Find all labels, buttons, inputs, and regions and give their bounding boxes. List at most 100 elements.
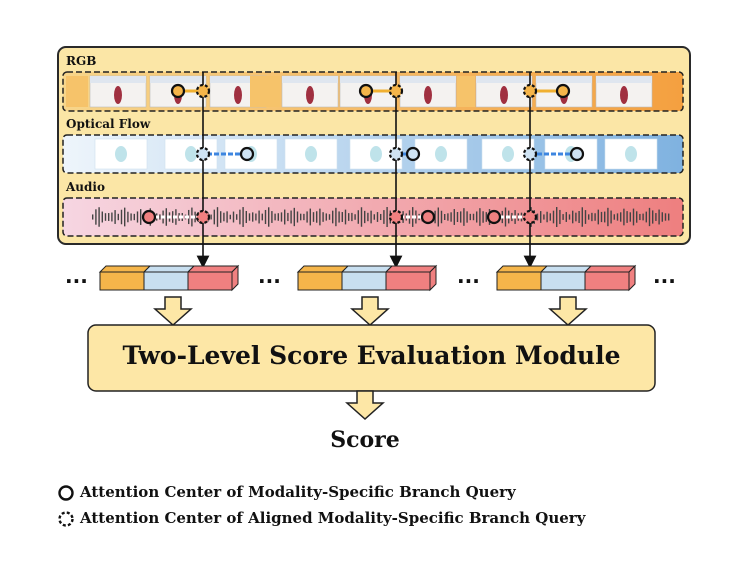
solid-attention-circle-icon bbox=[405, 146, 421, 162]
token-front-face bbox=[297, 271, 343, 291]
audio-bar bbox=[578, 211, 580, 223]
down-arrow-score bbox=[345, 390, 385, 421]
rgb-frame-banner bbox=[90, 76, 146, 83]
audio-bar bbox=[613, 214, 615, 220]
audio-bar bbox=[284, 209, 286, 225]
audio-bar bbox=[290, 210, 292, 224]
audio-bar bbox=[242, 207, 244, 227]
optical-flow-label: Optical Flow bbox=[66, 117, 151, 131]
token-side-face bbox=[231, 264, 239, 292]
audio-bar bbox=[559, 209, 561, 225]
optical-flow-strip bbox=[62, 134, 684, 174]
audio-bar bbox=[341, 212, 343, 222]
solid-attention-circle-icon bbox=[569, 146, 585, 162]
audio-bar bbox=[616, 213, 619, 221]
audio-bar bbox=[245, 210, 247, 224]
flow-blob bbox=[305, 146, 317, 162]
audio-bar bbox=[325, 213, 327, 221]
audio-bar bbox=[504, 207, 507, 227]
audio-bar bbox=[354, 214, 356, 220]
audio-bar bbox=[124, 207, 126, 227]
token-top-face bbox=[495, 265, 549, 273]
audio-bar bbox=[447, 213, 449, 221]
audio-bar bbox=[450, 212, 452, 222]
solid-attention-circle-icon bbox=[486, 209, 502, 225]
solid-attention-circle-icon bbox=[141, 209, 157, 225]
audio-bar bbox=[120, 209, 123, 225]
flow-blob bbox=[185, 146, 197, 162]
legend-dashed-circle-icon bbox=[58, 511, 74, 527]
audio-bar bbox=[108, 213, 110, 221]
audio-bar bbox=[370, 210, 372, 224]
audio-bar bbox=[597, 209, 599, 225]
down-arrow-2 bbox=[350, 296, 390, 327]
audio-bar bbox=[623, 208, 625, 226]
audio-bar bbox=[92, 214, 94, 220]
token-front-face bbox=[187, 271, 233, 291]
audio-bar bbox=[437, 207, 439, 227]
token-front-face bbox=[584, 271, 630, 291]
solid-attention-circle-icon bbox=[420, 209, 436, 225]
ellipsis-3: ... bbox=[457, 264, 480, 288]
skater-figure bbox=[234, 86, 242, 104]
audio-bar bbox=[540, 211, 542, 223]
audio-bar bbox=[140, 209, 142, 225]
audio-bar bbox=[344, 209, 347, 225]
token-top-face bbox=[583, 265, 637, 273]
audio-bar bbox=[626, 211, 628, 223]
down-arrow-1 bbox=[153, 296, 193, 327]
skater-figure bbox=[306, 86, 314, 104]
audio-bar bbox=[364, 210, 366, 224]
audio-bar bbox=[386, 207, 388, 227]
token-side-face bbox=[429, 264, 437, 292]
audio-bar bbox=[472, 213, 475, 221]
audio-bar bbox=[277, 213, 279, 221]
audio-bar bbox=[117, 213, 119, 221]
audio-bar bbox=[300, 213, 302, 221]
audio-bar bbox=[136, 211, 139, 223]
audio-bar bbox=[376, 212, 379, 222]
audio-bar bbox=[648, 207, 651, 227]
audio-bar bbox=[306, 211, 308, 223]
audio-bar bbox=[476, 211, 478, 223]
audio-bar bbox=[668, 213, 670, 221]
audio-bar bbox=[658, 209, 660, 225]
audio-bar bbox=[316, 211, 318, 223]
audio-bar bbox=[463, 208, 465, 226]
rgb-frame-banner bbox=[596, 76, 652, 83]
audio-bar bbox=[213, 209, 215, 225]
audio-bar bbox=[661, 212, 663, 222]
audio-bar bbox=[629, 212, 631, 222]
audio-bar bbox=[568, 214, 571, 220]
audio-bar bbox=[322, 212, 324, 222]
ellipsis-1: ... bbox=[65, 264, 88, 288]
rgb-frame-banner bbox=[476, 76, 532, 83]
audio-bar bbox=[130, 213, 132, 221]
audio-bar bbox=[258, 210, 260, 224]
audio-bar bbox=[556, 207, 558, 227]
token-front-face bbox=[99, 271, 145, 291]
token-front-face bbox=[496, 271, 542, 291]
audio-bar bbox=[552, 210, 555, 224]
audio-bar bbox=[652, 210, 654, 224]
token-top-face bbox=[98, 265, 152, 273]
audio-bar bbox=[274, 213, 276, 221]
dashed-attention-circle-icon bbox=[522, 209, 538, 225]
audio-bar bbox=[229, 214, 231, 220]
dashed-attention-circle-icon bbox=[522, 146, 538, 162]
audio-bar bbox=[594, 213, 596, 221]
solid-attention-circle-icon bbox=[170, 83, 186, 99]
audio-bar bbox=[575, 212, 577, 222]
audio-bar bbox=[549, 213, 551, 221]
module-title: Two-Level Score Evaluation Module bbox=[122, 341, 621, 370]
audio-bar bbox=[226, 211, 228, 223]
audio-bar bbox=[104, 213, 107, 221]
audio-bar bbox=[456, 212, 459, 222]
audio-bar bbox=[271, 211, 273, 223]
audio-bar bbox=[607, 207, 609, 227]
dashed-attention-circle-icon bbox=[522, 83, 538, 99]
audio-bar bbox=[210, 214, 212, 220]
solid-attention-circle-icon bbox=[358, 83, 374, 99]
audio-bar bbox=[357, 210, 359, 224]
audio-bar bbox=[133, 213, 135, 221]
